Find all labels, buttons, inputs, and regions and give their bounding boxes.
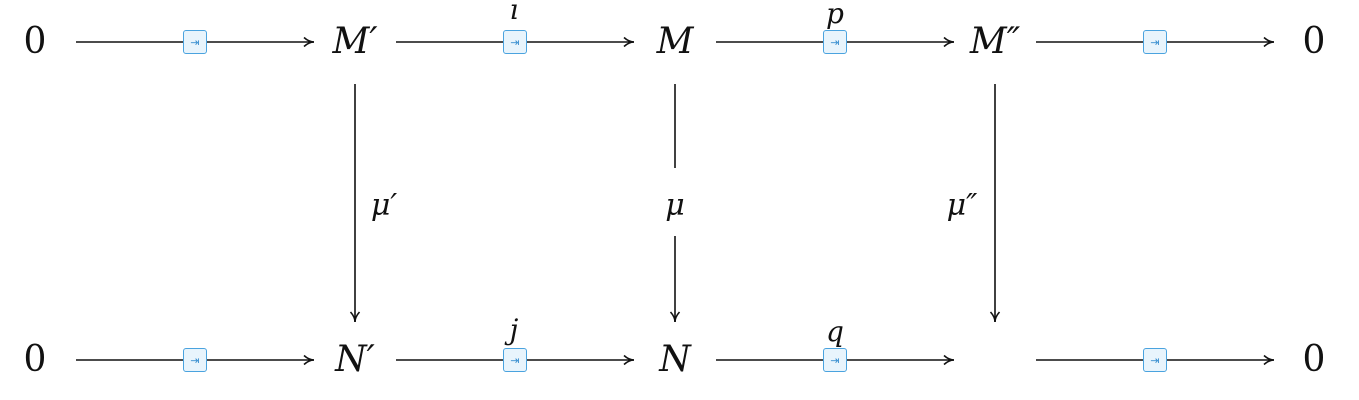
node-n-prime: N′: [335, 339, 375, 380]
label-mu-prime: μ′: [370, 188, 398, 223]
edit-handle-icon[interactable]: ⇥: [503, 30, 527, 54]
label-mu: μ: [665, 188, 685, 223]
edit-handle-icon[interactable]: ⇥: [1143, 348, 1167, 372]
edit-handle-icon[interactable]: ⇥: [503, 348, 527, 372]
node-n: N: [659, 339, 691, 380]
node-zero-bottom-left: 0: [23, 339, 47, 380]
node-m-prime: M′: [332, 21, 378, 62]
label-i: ı: [509, 0, 519, 26]
edit-handle-icon[interactable]: ⇥: [823, 348, 847, 372]
label-j: j: [509, 313, 519, 346]
node-m-double-prime: M″: [969, 21, 1021, 62]
node-m: M: [656, 21, 694, 62]
label-p: p: [826, 0, 844, 30]
label-q: q: [826, 315, 844, 348]
node-zero-top-right: 0: [1302, 21, 1326, 62]
node-zero-top-left: 0: [23, 21, 47, 62]
edit-handle-icon[interactable]: ⇥: [183, 30, 207, 54]
edit-handle-icon[interactable]: ⇥: [823, 30, 847, 54]
node-zero-bottom-right: 0: [1302, 339, 1326, 380]
edit-handle-icon[interactable]: ⇥: [183, 348, 207, 372]
label-mu-double-prime: μ″: [946, 188, 978, 223]
edit-handle-icon[interactable]: ⇥: [1143, 30, 1167, 54]
